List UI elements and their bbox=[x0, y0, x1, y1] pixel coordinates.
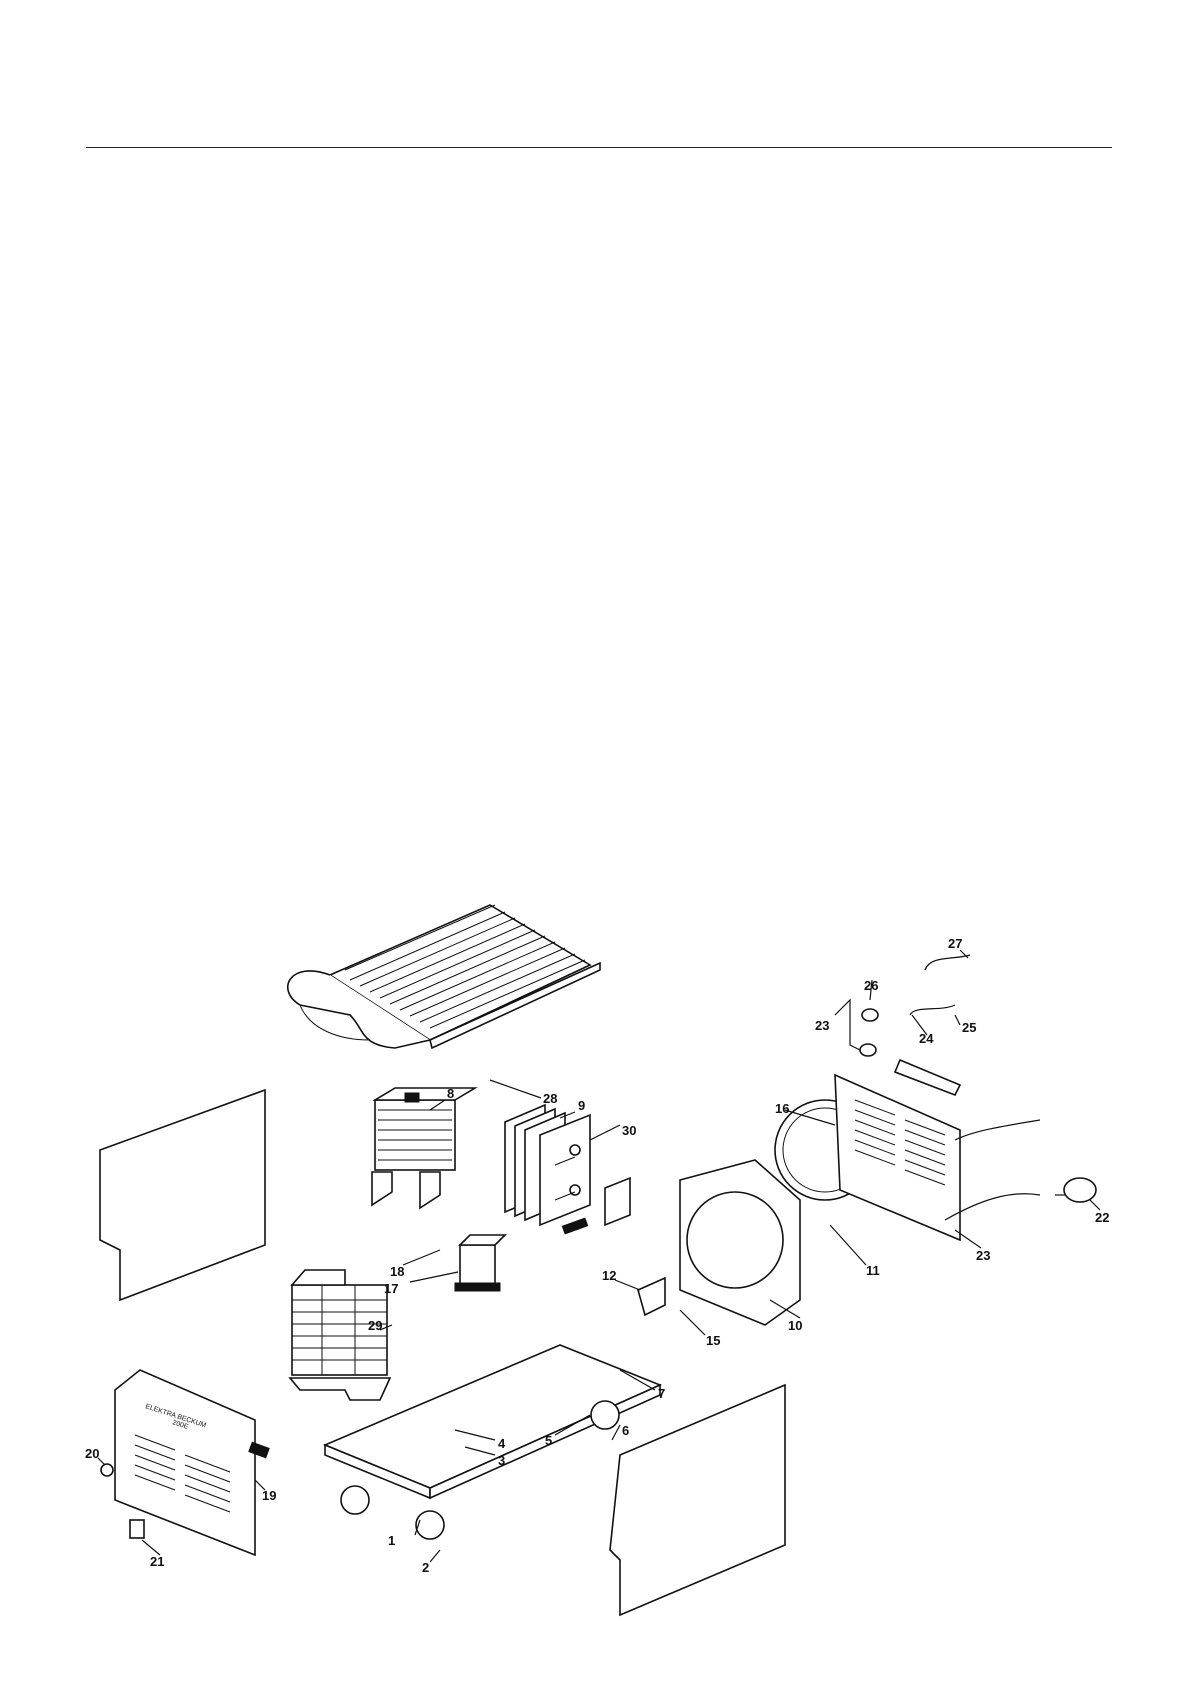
label-28: 28 bbox=[543, 1091, 557, 1106]
label-6: 6 bbox=[622, 1423, 629, 1438]
label-2: 2 bbox=[422, 1560, 429, 1575]
label-5: 5 bbox=[545, 1433, 552, 1448]
label-23-upper: 23 bbox=[815, 1018, 829, 1033]
top-cover-frame bbox=[288, 905, 600, 1048]
choke-coil bbox=[372, 1088, 475, 1208]
label-1: 1 bbox=[388, 1533, 395, 1548]
label-8: 8 bbox=[447, 1086, 454, 1101]
label-29: 29 bbox=[368, 1318, 382, 1333]
label-12: 12 bbox=[602, 1268, 616, 1283]
label-27: 27 bbox=[948, 936, 962, 951]
label-9: 9 bbox=[578, 1098, 585, 1113]
label-25: 25 bbox=[962, 1020, 976, 1035]
label-22: 22 bbox=[1095, 1210, 1109, 1225]
side-panel-left bbox=[100, 1090, 265, 1300]
rear-panel bbox=[835, 1060, 960, 1240]
front-panel: ELEKTRA BECKUM 200E bbox=[101, 1370, 269, 1555]
label-30: 30 bbox=[622, 1123, 636, 1138]
main-transformer bbox=[290, 1270, 390, 1400]
contactor bbox=[455, 1235, 505, 1291]
label-20: 20 bbox=[85, 1446, 99, 1461]
rectifier-heatsink bbox=[505, 1105, 630, 1234]
label-24: 24 bbox=[919, 1031, 934, 1046]
label-15: 15 bbox=[706, 1333, 720, 1348]
label-3: 3 bbox=[498, 1453, 505, 1468]
label-4: 4 bbox=[498, 1436, 506, 1451]
label-26: 26 bbox=[864, 978, 878, 993]
label-16: 16 bbox=[775, 1101, 789, 1116]
label-10: 10 bbox=[788, 1318, 802, 1333]
label-17: 17 bbox=[384, 1281, 398, 1296]
side-panel-right bbox=[610, 1385, 785, 1615]
label-7: 7 bbox=[658, 1386, 665, 1401]
label-21: 21 bbox=[150, 1554, 164, 1569]
label-18: 18 bbox=[390, 1264, 404, 1279]
label-23-lower: 23 bbox=[976, 1248, 990, 1263]
label-19: 19 bbox=[262, 1488, 276, 1503]
label-11: 11 bbox=[866, 1263, 880, 1278]
